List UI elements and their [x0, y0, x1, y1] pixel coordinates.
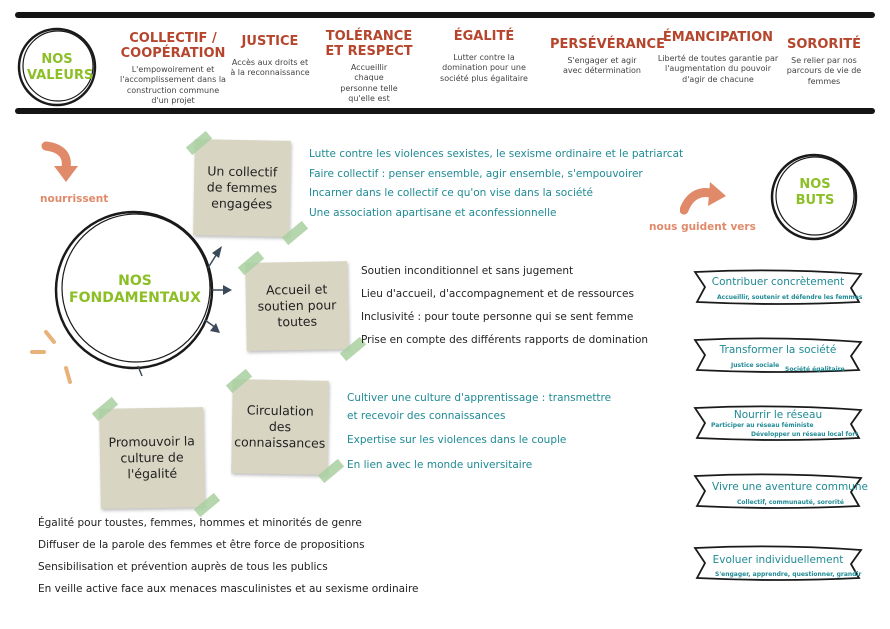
collectif-line: Une association apartisane et aconfessio…	[309, 207, 557, 219]
nourrissent-label: nourrissent	[40, 193, 109, 205]
valeur-desc: Se relier par nos parcours de vie de fem…	[786, 55, 862, 86]
circulation-line: Cultiver une culture d'apprentissage : t…	[347, 392, 612, 404]
valeurs-circle-label: NOS VALEURS	[27, 52, 94, 83]
ribbon-shape	[693, 337, 863, 373]
guident-label: nous guident vers	[649, 221, 756, 233]
accueil-line: Lieu d'accueil, d'accompagnement et de r…	[361, 288, 634, 300]
but-ribbon: Nourrir le réseau Participer au réseau f…	[693, 404, 863, 442]
valeur-title: PERSÉVÉRANCE	[550, 37, 665, 52]
valeurs-circle	[17, 27, 97, 107]
note-collectif: Un collectif de femmes engagées	[193, 139, 291, 237]
promouvoir-line: Diffuser de la parole des femmes et être…	[38, 539, 365, 551]
note-label: Circulation des connaissances	[234, 402, 326, 451]
circulation-line: et recevoir des connaissances	[347, 410, 506, 422]
buts-circle-label: NOS BUTS	[795, 177, 835, 208]
ribbon-sub: Collectif, communauté, sororité	[737, 499, 844, 506]
ribbon-sub: Justice sociale	[731, 362, 780, 369]
accueil-line: Soutien inconditionnel et sans jugement	[361, 265, 574, 277]
valeur-desc: Accès aux droits et à la reconnaissance	[230, 57, 310, 78]
promouvoir-line: Égalité pour toustes, femmes, hommes et …	[38, 517, 362, 529]
promouvoir-line: Sensibilisation et prévention auprès de …	[38, 561, 328, 573]
collectif-line: Lutte contre les violences sexistes, le …	[309, 148, 684, 160]
but-ribbon: Vivre une aventure commune Collectif, co…	[693, 472, 868, 510]
but-ribbon: Evoluer individuellement S'engager, appr…	[693, 544, 863, 582]
valeur-desc: L'empowoirement et l'accomplissement dan…	[120, 64, 226, 106]
ribbon-shape	[693, 545, 863, 581]
fondamentaux-circle	[54, 210, 232, 377]
note-promouvoir: Promouvoir la culture de l'égalité	[99, 407, 205, 509]
note-label: Un collectif de femmes engagées	[206, 163, 278, 212]
valeur-egalite: ÉGALITÉ Lutter contre la domination pour…	[422, 29, 546, 84]
valeur-title: JUSTICE	[241, 34, 299, 49]
ribbon-title: Evoluer individuellement	[712, 554, 844, 566]
ribbon-sub: S'engager, apprendre, questionner, grand…	[715, 571, 862, 578]
accueil-line: Prise en compte des différents rapports …	[361, 334, 649, 346]
valeur-sororite: SORORITÉ Se relier par nos parcours de v…	[786, 37, 862, 87]
bottom-band-line	[15, 108, 875, 114]
ribbon-sub: Participer au réseau féministe	[711, 422, 814, 429]
fondamentaux-circle-label: NOS FONDAMENTAUX	[69, 273, 201, 306]
ribbon-sub: Société égalitaire	[785, 366, 845, 373]
circulation-line: En lien avec le monde universitaire	[347, 459, 533, 471]
circulation-line: Expertise sur les violences dans le coup…	[347, 434, 567, 446]
valeur-title: ÉGALITÉ	[453, 29, 515, 44]
valeur-emancipation: ÉMANCIPATION Liberté de toutes garantie …	[656, 30, 780, 85]
ribbon-title: Transformer la société	[719, 344, 837, 356]
ribbon-sub: Développer un réseau local fort	[751, 431, 859, 438]
valeur-justice: JUSTICE Accès aux droits et à la reconna…	[230, 34, 310, 79]
valeur-desc: Accueillir chaque personne telle qu'elle…	[340, 62, 398, 104]
valeur-perseverance: PERSÉVÉRANCE S'engager et agir avec déte…	[550, 37, 665, 77]
valeur-title: TOLÉRANCE ET RESPECT	[325, 29, 413, 59]
top-band-line	[15, 12, 875, 18]
ribbon-shape	[693, 405, 863, 441]
accueil-line: Inclusivité : pour toute personne qui se…	[361, 311, 634, 323]
but-ribbon: Contribuer concrètement Accueillir, sout…	[693, 268, 863, 306]
valeur-title: ÉMANCIPATION	[662, 30, 774, 45]
curved-arrow-icon	[680, 182, 726, 215]
ribbon-title: Nourrir le réseau	[733, 409, 823, 421]
ribbon-shape	[693, 473, 863, 509]
note-label: Accueil et soutien pour toutes	[257, 281, 337, 330]
valeur-desc: S'engager et agir avec détermination	[562, 55, 642, 76]
note-label: Promouvoir la culture de l'égalité	[108, 432, 196, 482]
valeur-collectif: COLLECTIF / COOPÉRATION L'empowoirement …	[118, 31, 228, 106]
buts-circle	[770, 153, 858, 241]
valeur-desc: Liberté de toutes garantie par l'augment…	[657, 53, 779, 84]
valeur-desc: Lutter contre la domination pour une soc…	[440, 52, 528, 83]
sparkle-lines-icon	[30, 330, 72, 384]
collectif-line: Faire collectif : penser ensemble, agir …	[309, 168, 643, 180]
promouvoir-line: En veille active face aux menaces mascul…	[38, 583, 419, 595]
but-ribbon: Transformer la société Justice sociale S…	[693, 336, 863, 374]
note-accueil: Accueil et soutien pour toutes	[245, 261, 349, 351]
ribbon-shape	[693, 269, 863, 305]
curved-arrow-icon	[41, 141, 78, 182]
ribbon-title: Contribuer concrètement	[711, 276, 845, 288]
valeur-tolerance: TOLÉRANCE ET RESPECT Accueillir chaque p…	[318, 29, 420, 104]
valeur-title: SORORITÉ	[786, 37, 862, 52]
note-circulation: Circulation des connaissances	[231, 379, 329, 475]
ribbon-title: Vivre une aventure commune	[712, 481, 868, 493]
valeur-title: COLLECTIF / COOPÉRATION	[120, 31, 226, 61]
collectif-line: Incarner dans le collectif ce qu'on vise…	[309, 187, 593, 199]
ribbon-sub: Accueillir, soutenir et défendre les fem…	[717, 294, 863, 301]
